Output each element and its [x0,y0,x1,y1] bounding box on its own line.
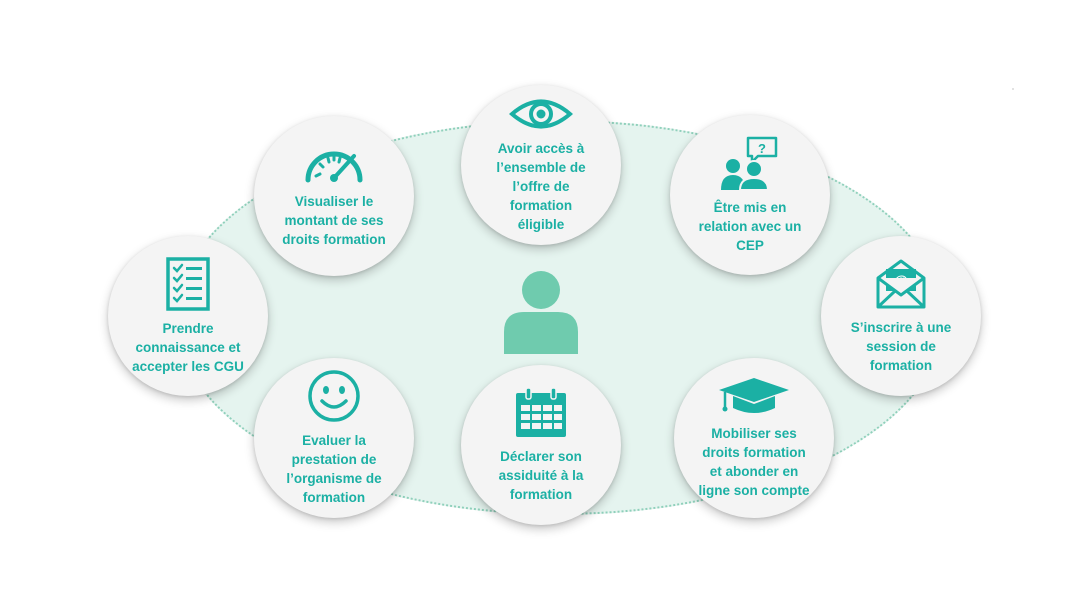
stray-dot [1012,88,1014,90]
node-cep: ? Être mis en relation avec un CEP [670,115,830,275]
graduation-cap-icon [717,376,791,416]
speedometer-icon [302,144,366,184]
node-label: Visualiser le montant de ses droits form… [282,193,386,247]
calendar-icon [514,386,568,439]
node-label: Prendre connaissance et accepter les CGU [132,320,244,374]
checklist-icon [166,256,210,311]
node-gauge: Visualiser le montant de ses droits form… [254,116,414,276]
node-smile: Evaluer la prestation de l’organisme de … [254,358,414,518]
eye-icon [509,97,573,131]
node-label: Mobiliser ses droits formation et abonde… [698,426,810,498]
node-label: Avoir accès à l’ensemble de l’offre de f… [496,140,586,232]
node-cgu: Prendre connaissance et accepter les CGU [108,236,268,396]
user-icon [500,270,582,354]
node-mail: @ S’inscrire à une session de formation [821,236,981,396]
envelope-at-icon: @ [875,258,927,310]
node-eye: Avoir accès à l’ensemble de l’offre de f… [461,85,621,245]
node-label: Evaluer la prestation de l’organisme de … [286,433,382,505]
node-label: Déclarer son assiduité à la formation [498,448,584,502]
node-label: Être mis en relation avec un CEP [698,199,802,253]
people-question-icon: ? [720,136,780,190]
svg-text:?: ? [758,141,766,156]
node-label: S’inscrire à une session de formation [850,319,952,373]
smiley-icon [307,369,361,423]
node-calendar: Déclarer son assiduité à la formation [461,365,621,525]
node-cap: Mobiliser ses droits formation et abonde… [674,358,834,518]
